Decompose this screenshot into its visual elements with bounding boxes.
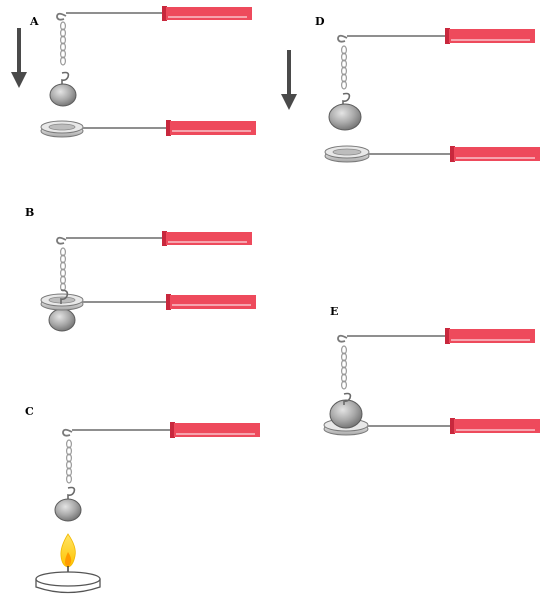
metal-ring-icon xyxy=(40,120,84,138)
hook-icon xyxy=(62,428,73,437)
hook-icon xyxy=(337,34,348,43)
panel-label-c: C xyxy=(25,405,34,418)
metal-ball-icon xyxy=(49,83,77,107)
panel-c: C xyxy=(25,405,260,594)
handle-icon[interactable] xyxy=(162,6,252,21)
panel-b: B xyxy=(25,206,256,332)
chain-icon xyxy=(65,439,72,484)
handle-icon[interactable] xyxy=(445,328,535,344)
handle-icon[interactable] xyxy=(445,28,535,44)
metal-ring-icon xyxy=(40,293,84,311)
hook-icon xyxy=(56,236,67,245)
down-arrow-icon xyxy=(281,50,297,110)
panel-label-e: E xyxy=(330,305,338,318)
handle-icon[interactable] xyxy=(166,120,256,136)
panel-label-b: B xyxy=(25,206,34,219)
ball-hook xyxy=(343,392,352,405)
chain-icon xyxy=(59,247,66,292)
panel-label-d: D xyxy=(315,15,325,28)
metal-ball-icon xyxy=(54,498,82,522)
hook-icon xyxy=(56,12,67,21)
handle-icon[interactable] xyxy=(450,146,540,162)
chain-icon xyxy=(59,21,66,66)
burner-dish-icon xyxy=(35,571,101,594)
down-arrow-icon xyxy=(11,28,27,88)
panel-a: A xyxy=(11,6,256,138)
ball-hook xyxy=(60,289,69,304)
chain-icon xyxy=(341,345,348,390)
chain-icon xyxy=(341,45,348,90)
handle-icon[interactable] xyxy=(450,418,540,434)
ball-hook xyxy=(342,92,351,105)
handle-icon[interactable] xyxy=(170,422,260,438)
metal-ball-icon xyxy=(48,308,76,332)
metal-ring-icon xyxy=(324,145,370,163)
panel-e: E xyxy=(323,305,540,436)
panel-d: D xyxy=(281,15,540,163)
flame-icon xyxy=(60,533,76,568)
metal-ball-icon xyxy=(329,399,363,429)
ball-hook xyxy=(67,486,76,500)
panel-label-a: A xyxy=(29,15,39,28)
hook-icon xyxy=(337,334,348,343)
metal-ball-icon xyxy=(328,103,362,131)
handle-icon[interactable] xyxy=(162,231,252,246)
handle-icon[interactable] xyxy=(166,294,256,310)
ball-hook xyxy=(61,71,70,85)
